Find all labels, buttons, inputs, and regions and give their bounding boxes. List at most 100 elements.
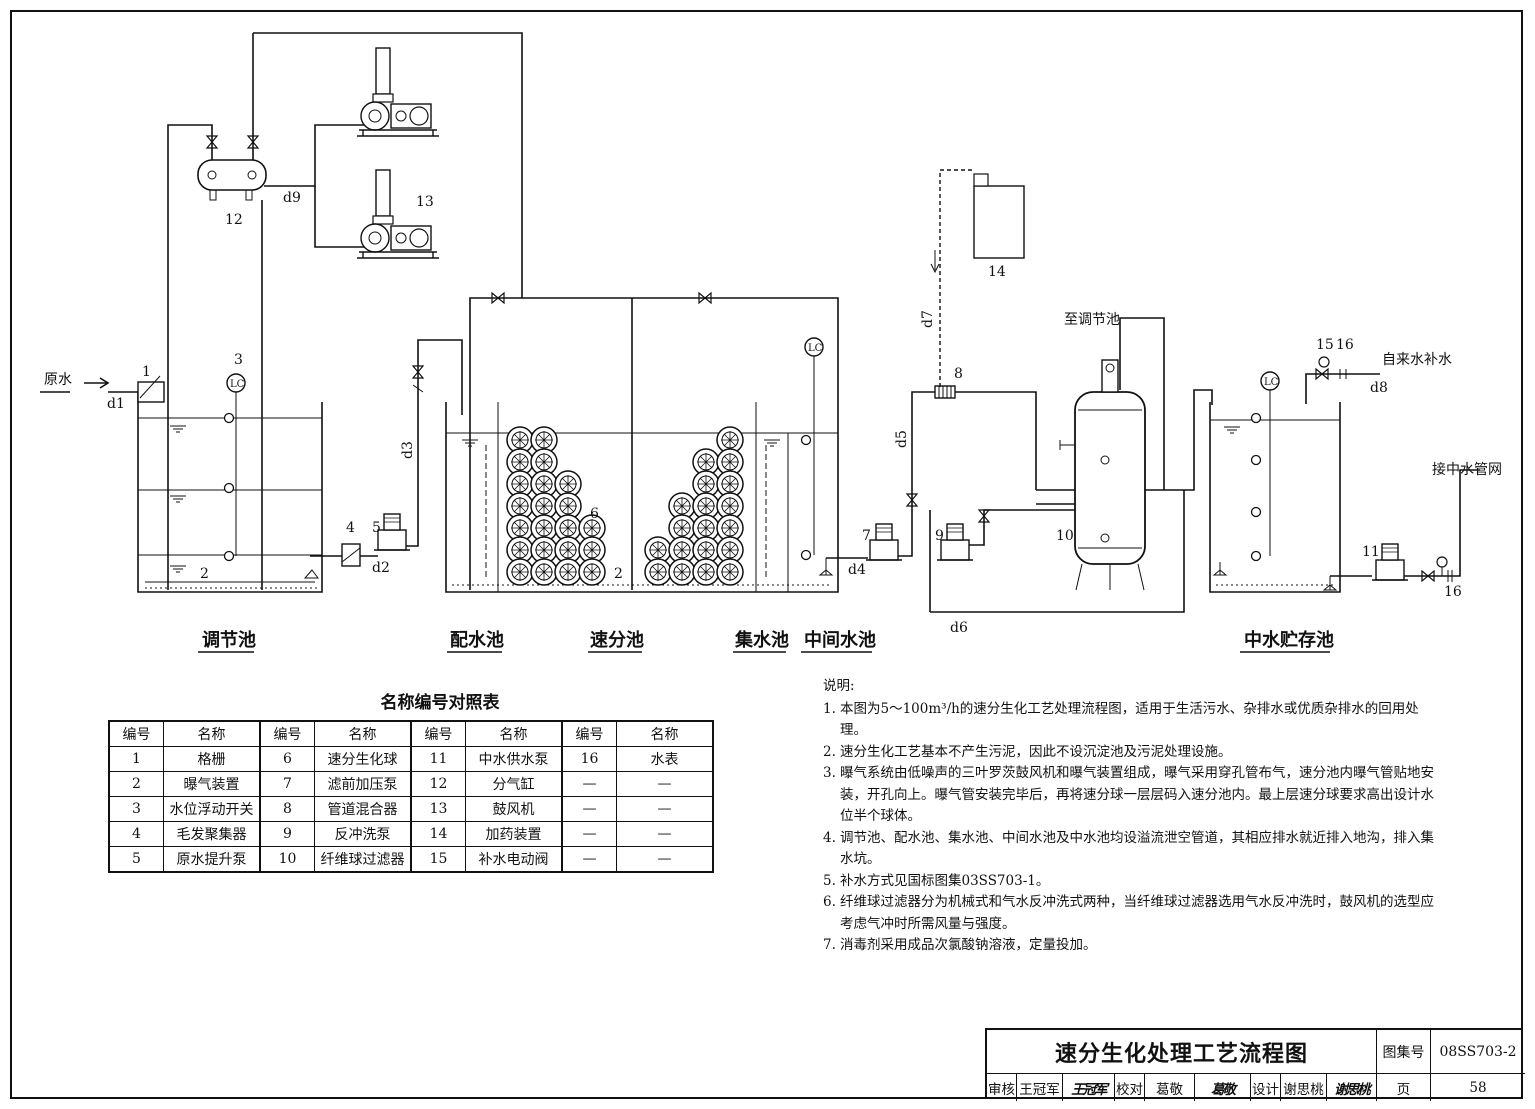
note-item: 4.调节池、配水池、集水池、中间水池及中水池均设溢流泄空管道，其相应排水就近排入…: [823, 828, 1438, 871]
area-storage: 中水贮存池: [1244, 629, 1334, 651]
storage-tank: [1209, 402, 1341, 593]
lc-label-2: LC: [808, 343, 823, 354]
supply-piping: [1305, 356, 1480, 591]
legend-name-cell: 分气缸: [465, 771, 563, 797]
item-16-label: 16: [1336, 337, 1354, 353]
legend-number-cell: —: [561, 796, 617, 822]
legend-number-cell: 7: [259, 771, 315, 797]
d3-label: d3: [400, 441, 416, 459]
note-item: 1.本图为5～100m³/h的速分生化工艺处理流程图，适用于生活污水、杂排水或优…: [823, 699, 1438, 742]
legend-name-cell: —: [616, 771, 714, 797]
legend-number-cell: 11: [410, 746, 466, 772]
page-label: 页: [1377, 1074, 1431, 1101]
item-16b-label: 16: [1444, 584, 1462, 600]
legend-name-cell: —: [616, 796, 714, 822]
legend-name-cell: 水位浮动开关: [163, 796, 261, 822]
note-item: 6.纤维球过滤器分为机械式和气水反冲洗式两种，当纤维球过滤器选用气水反冲洗时，鼓…: [823, 892, 1438, 935]
d1-label: d1: [107, 396, 125, 412]
legend-name-cell: 原水提升泵: [163, 846, 261, 873]
item-14-label: 14: [988, 264, 1006, 280]
note-text: 纤维球过滤器分为机械式和气水反冲洗式两种，当纤维球过滤器选用气水反冲洗时，鼓风机…: [840, 894, 1434, 932]
legend-name-cell: —: [616, 846, 714, 873]
item-5-label: 5: [372, 520, 381, 536]
note-text: 补水方式见国标图集03SS703-1。: [840, 872, 1050, 889]
legend-name-cell: 反冲洗泵: [314, 821, 412, 847]
area-distribution: 配水池: [450, 629, 504, 651]
d9-label: d9: [283, 190, 301, 206]
legend-header: 名称: [163, 720, 261, 747]
notes-heading: 说明:: [823, 678, 855, 694]
reuse-network-label: 接中水管网: [1432, 461, 1502, 478]
legend-number-cell: 13: [410, 796, 466, 822]
legend-number-cell: —: [561, 771, 617, 797]
legend-header: 编号: [108, 720, 164, 747]
level-switch-equalization: [223, 373, 246, 562]
legend-header-row: 编号 名称 编号 名称 编号 名称 编号 名称: [108, 720, 714, 747]
legend-number-cell: 3: [108, 796, 164, 822]
design-label: 设计: [1251, 1074, 1281, 1101]
legend-number-cell: —: [561, 821, 617, 847]
check-label: 校对: [1115, 1074, 1145, 1101]
d2-label: d2: [372, 560, 390, 576]
area-collection: 集水池: [734, 629, 789, 651]
note-item: 5.补水方式见国标图集03SS703-1。: [823, 871, 1438, 893]
air-piping: [167, 32, 839, 590]
note-number: 7.: [823, 937, 836, 953]
checker-name: 葛敬: [1145, 1074, 1195, 1101]
equalization-tank: [137, 402, 323, 593]
area-rapid: 速分池: [590, 629, 644, 651]
legend-number-cell: 5: [108, 846, 164, 873]
gas-distributor: [197, 159, 267, 201]
legend-number-cell: 15: [410, 846, 466, 873]
note-number: 5.: [823, 872, 836, 889]
checker-signature: 葛敬: [1195, 1074, 1251, 1101]
legend-name-cell: 补水电动阀: [465, 846, 563, 873]
fiber-ball-filter: [1059, 359, 1146, 591]
lift-piping: [303, 339, 463, 579]
legend-name-cell: 速分生化球: [314, 746, 412, 772]
notes: 说明: 1.本图为5～100m³/h的速分生化工艺处理流程图，适用于生活污水、杂…: [823, 676, 1438, 957]
item-1-label: 1: [142, 364, 151, 380]
note-item: 3.曝气系统由低噪声的三叶罗茨鼓风机和曝气装置组成，曝气采用穿孔管布气，速分池内…: [823, 763, 1438, 828]
note-number: 6.: [823, 894, 836, 910]
legend-name-cell: 曝气装置: [163, 771, 261, 797]
designer-signature: 谢思桃: [1327, 1074, 1377, 1101]
designer-name: 谢思桃: [1281, 1074, 1327, 1101]
d5-label: d5: [894, 430, 910, 448]
d8-label: d8: [1370, 380, 1388, 396]
legend-name-cell: 格栅: [163, 746, 261, 772]
atlas-number: 08SS703-2: [1431, 1030, 1525, 1074]
item-15-label: 15: [1316, 337, 1334, 353]
lc-label-3: LC: [1264, 377, 1279, 388]
note-number: 4.: [823, 829, 836, 846]
note-number: 1.: [823, 700, 836, 717]
note-number: 2.: [823, 743, 836, 760]
lc-label-1: LC: [230, 379, 245, 390]
atlas-label: 图集号: [1377, 1030, 1431, 1074]
legend-number-cell: 12: [410, 771, 466, 797]
item-2-label: 2: [200, 566, 209, 582]
note-text: 速分生化工艺基本不产生污泥，因此不设沉淀池及污泥处理设施。: [840, 743, 1232, 760]
legend-number-cell: 8: [259, 796, 315, 822]
legend-number-cell: 4: [108, 821, 164, 847]
legend-number-cell: 14: [410, 821, 466, 847]
raw-water-inlet: [40, 375, 165, 403]
note-number: 3.: [823, 765, 836, 781]
level-switch-storage: [1250, 371, 1280, 562]
item-8-label: 8: [954, 366, 963, 382]
legend-number-cell: 2: [108, 771, 164, 797]
filter-piping: [818, 317, 1228, 613]
note-text: 曝气系统由低噪声的三叶罗茨鼓风机和曝气装置组成，曝气采用穿孔管布气，速分池内曝气…: [840, 765, 1434, 824]
item-3-label: 3: [234, 352, 243, 368]
level-switch-intermediate: [800, 337, 824, 561]
note-text: 消毒剂采用成品次氯酸钠溶液，定量投加。: [840, 937, 1097, 953]
legend-header: 名称: [616, 720, 714, 747]
legend-header: 名称: [314, 720, 412, 747]
item-10-label: 10: [1056, 528, 1074, 544]
